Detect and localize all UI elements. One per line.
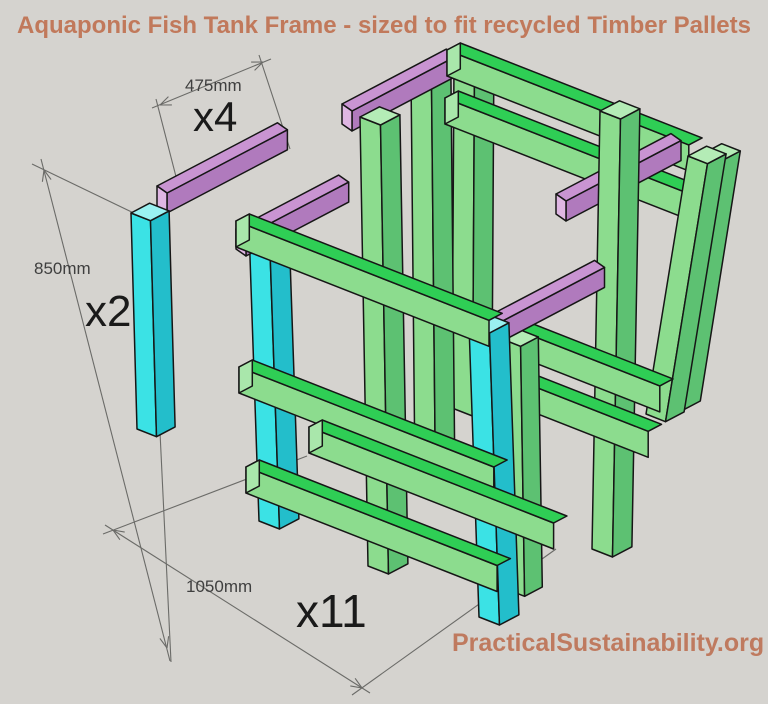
loose-parts [130,122,568,550]
rail-length-label: 1050mm [186,577,253,596]
diagram-title: Aquaponic Fish Tank Frame - sized to fit… [17,12,751,39]
crossbeam-length-label: 475mm [185,76,242,95]
watermark-text: PracticalSustainability.org [452,629,765,657]
assembled-frame [235,42,742,626]
dimension-lines [31,54,557,696]
crossbeam-quantity-label: x4 [193,93,238,140]
rail-quantity-label: x11 [296,585,367,637]
post-length-label: 850mm [34,259,91,278]
post-quantity-label: x2 [85,287,132,336]
